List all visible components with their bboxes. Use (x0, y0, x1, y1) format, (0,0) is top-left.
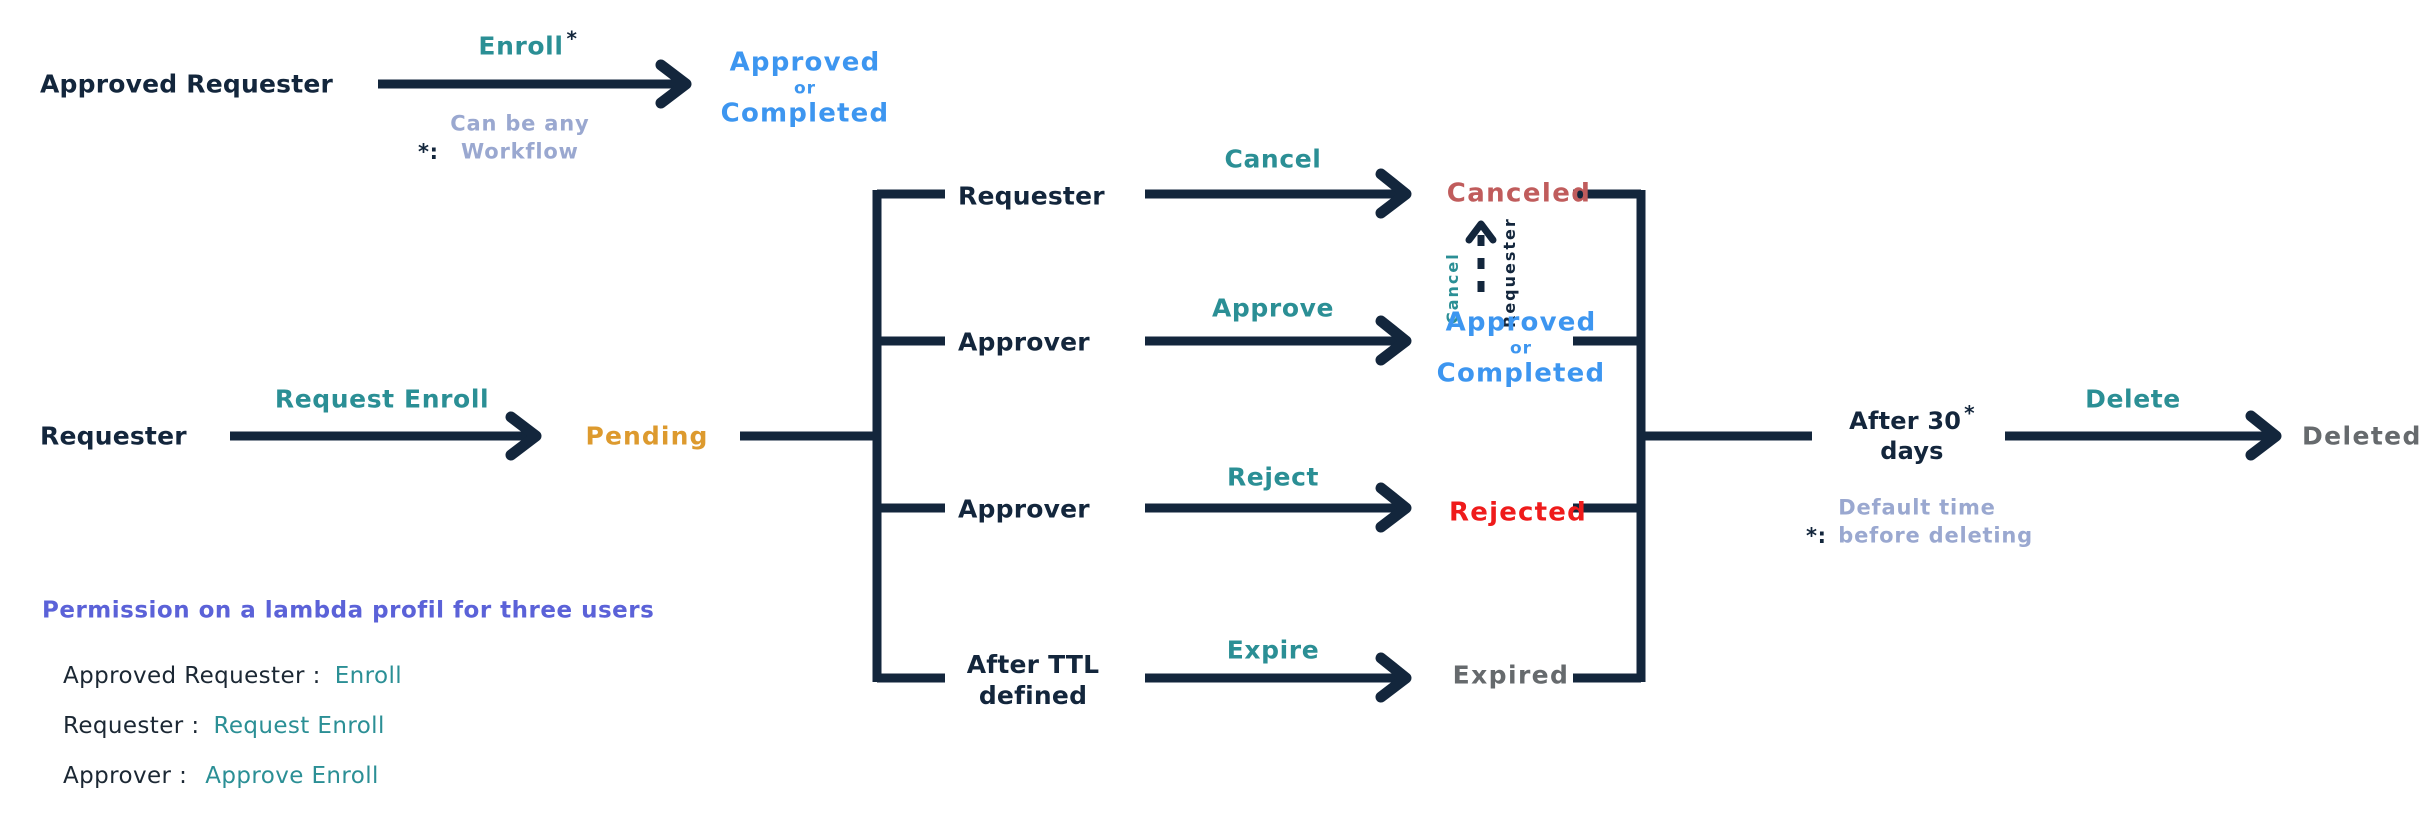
top-state-or: or (793, 77, 817, 98)
delete-condition-star: * (1964, 401, 1975, 425)
arrow-cancel (1145, 168, 1412, 219)
branch-action-expire: Expire (1226, 635, 1320, 665)
top-action-enroll: Enroll* (478, 28, 577, 61)
branch-condition-line1: After TTL (966, 649, 1100, 679)
branch-actor-approver-reject: Approver (958, 494, 1090, 524)
arrow-reject (1145, 482, 1412, 533)
state-rejected: Rejected (1449, 497, 1587, 528)
arrow-request-enroll (230, 411, 542, 461)
main-actor-requester: Requester (40, 421, 187, 451)
state-approved-or: or (1509, 337, 1533, 358)
legend-permission-0: Enroll (334, 663, 403, 689)
top-actor-approved-requester: Approved Requester (40, 69, 334, 99)
state-approved-line2: Completed (1436, 358, 1606, 389)
branch-condition-after-ttl: After TTL defined (967, 649, 1100, 712)
branch-bracket-left (872, 189, 945, 683)
state-deleted: Deleted (2302, 421, 2422, 451)
main-action-request-enroll: Request Enroll (274, 384, 490, 414)
delete-action: Delete (2085, 384, 2181, 414)
legend-row-approver: Approver : Approve Enroll (63, 763, 379, 789)
delete-condition-after-30-days: After 30* days (1849, 403, 1975, 466)
branch-actor-approver-approve: Approver (958, 327, 1090, 357)
branch-action-reject: Reject (1226, 462, 1320, 492)
delete-footnote: *: Default time before deleting (1806, 494, 2033, 551)
legend-row-approved-requester: Approved Requester : Enroll (63, 663, 402, 689)
legend-role-0: Approved Requester : (63, 663, 321, 689)
arrow-approve (1145, 315, 1412, 366)
top-footnote-line1: Can be any (450, 111, 590, 136)
top-footnote-marker: *: (418, 140, 439, 164)
branch-actor-requester: Requester (958, 181, 1105, 211)
top-state-line2: Completed (720, 98, 890, 129)
arrow-cancel-reverse-dashed (1465, 220, 1497, 292)
legend-role-1: Requester : (63, 713, 200, 739)
top-action-enroll-label: Enroll (478, 31, 564, 61)
state-approved-line1: Approved (1445, 307, 1597, 338)
legend-role-2: Approver : (63, 763, 188, 789)
top-action-star: * (566, 25, 578, 50)
legend-permission-1: Request Enroll (213, 713, 385, 739)
branch-condition-line2: defined (978, 681, 1088, 710)
state-expired: Expired (1452, 660, 1570, 690)
branch-action-cancel: Cancel (1224, 144, 1322, 174)
branch-action-approve: Approve (1211, 293, 1335, 323)
delete-footnote-line1: Default time (1838, 495, 1996, 520)
legend-permission-2: Approve Enroll (205, 763, 379, 789)
delete-condition-line1: After 30 (1849, 407, 1962, 435)
delete-footnote-marker: *: (1806, 524, 1827, 548)
state-canceled: Canceled (1446, 178, 1592, 209)
top-footnote: *: Can be any Workflow (418, 110, 590, 167)
delete-condition-line2: days (1880, 437, 1944, 465)
branch-bracket-right (1573, 189, 1646, 683)
state-pending: Pending (585, 421, 709, 451)
legend-heading: Permission on a lambda profil for three … (42, 597, 655, 624)
top-footnote-line2: Workflow (461, 140, 579, 164)
top-state-approved-completed: Approved or Completed (721, 47, 890, 128)
delete-footnote-line2: before deleting (1838, 524, 2033, 548)
state-approved-completed: Approved or Completed (1437, 307, 1606, 388)
arrow-delete (2005, 410, 2282, 461)
top-state-line1: Approved (729, 47, 881, 78)
arrow-enroll (378, 59, 692, 109)
legend-row-requester: Requester : Request Enroll (63, 713, 385, 739)
